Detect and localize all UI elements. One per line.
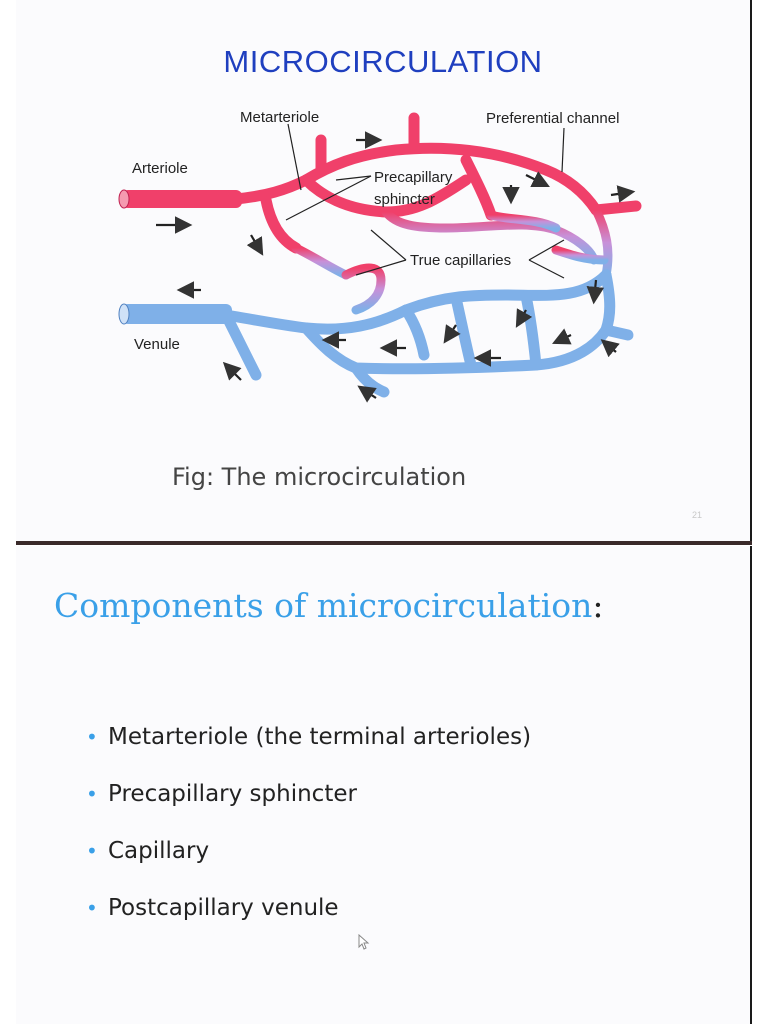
- slide-components: Components of microcirculation: • Metarte…: [16, 546, 752, 1024]
- bullet-icon: •: [86, 782, 98, 806]
- slide-title-text: Components of microcirculation: [54, 586, 593, 625]
- list-item-text: Postcapillary venule: [108, 895, 339, 921]
- list-item: • Metarteriole (the terminal arterioles): [86, 722, 531, 779]
- slide-title-colon: :: [592, 586, 604, 625]
- label-sphincter: sphincter: [374, 191, 435, 208]
- venous-network: [220, 269, 634, 398]
- label-precapillary: Precapillary: [374, 169, 453, 186]
- flow-arrows: [156, 131, 636, 403]
- label-arteriole: Arteriole: [132, 160, 188, 177]
- venule-vessel: [118, 303, 232, 325]
- list-item-text: Metarteriole (the terminal arterioles): [108, 724, 532, 750]
- slide-title: MICROCIRCULATION: [223, 44, 543, 79]
- list-item: • Postcapillary venule: [86, 893, 531, 950]
- bullet-icon: •: [86, 896, 98, 920]
- label-venule: Venule: [134, 336, 180, 353]
- label-preferential-channel: Preferential channel: [486, 110, 619, 127]
- figure-caption: Fig: The microcirculation: [172, 463, 467, 491]
- list-item: • Precapillary sphincter: [86, 779, 531, 836]
- components-list: •Metarteriole (the terminal arterioles) …: [86, 722, 531, 950]
- mouse-cursor-icon: [358, 934, 370, 950]
- bullet-icon: •: [86, 725, 98, 749]
- list-item: • Capillary: [86, 836, 531, 893]
- slide-divider: [16, 541, 752, 545]
- slide-title: Components of microcirculation:: [54, 586, 604, 625]
- label-metarteriole: Metarteriole: [240, 109, 319, 126]
- true-capillaries-network: [291, 205, 613, 315]
- slide-microcirculation-figure: MICROCIRCULATION: [16, 0, 752, 542]
- arteriole-vessel: [118, 189, 242, 209]
- list-item-text: Capillary: [108, 838, 210, 864]
- bullet-icon: •: [86, 839, 98, 863]
- page-number: 21: [691, 510, 702, 520]
- label-true-capillaries: True capillaries: [410, 252, 511, 269]
- leader-lines: [285, 123, 565, 279]
- microcirculation-diagram: Metarteriole Preferential channel Arteri…: [118, 109, 642, 403]
- list-item-text: Precapillary sphincter: [108, 781, 357, 807]
